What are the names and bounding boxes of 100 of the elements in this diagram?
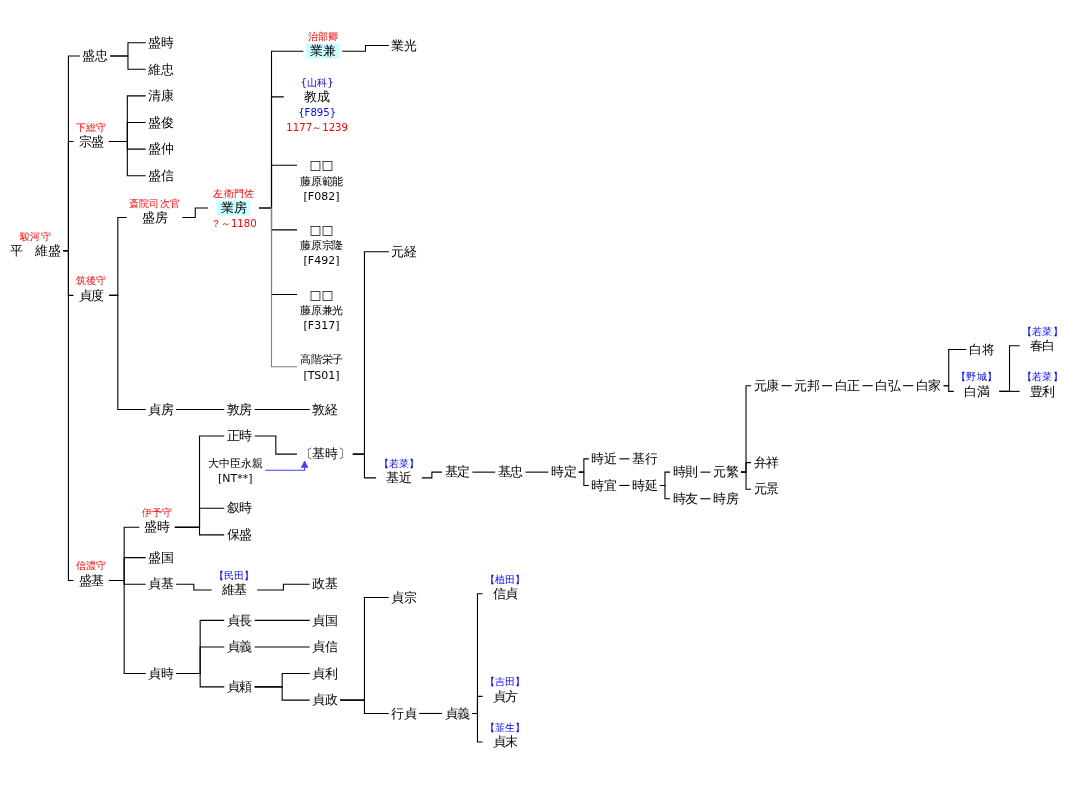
connector (821, 385, 833, 387)
connector (339, 699, 390, 715)
node-label: 治部卿 (307, 31, 338, 43)
node-text: 筑後守 貞度 (76, 275, 107, 304)
arrow (264, 460, 309, 471)
node-text: 清康 (148, 88, 174, 104)
node-text: 【野城】 白満 (956, 371, 997, 400)
node-text: 盛国 (148, 550, 174, 566)
node-text: 叙時 (226, 500, 253, 517)
connector (62, 250, 75, 582)
node-text: 貞義 (226, 639, 253, 655)
connector (254, 435, 298, 455)
node-text: 敦房 (226, 402, 253, 418)
node-label: 左衛門佐 (213, 187, 254, 200)
connector (421, 471, 443, 479)
node-text: □□ 藤原宗隆 [F492] (299, 222, 344, 268)
node-text: 駿河守 平 維盛 (10, 230, 61, 259)
connector (352, 453, 377, 479)
connector (471, 713, 484, 743)
node-text: 盛俊 (148, 115, 174, 131)
node-text: 【若菜】 春白 (1022, 325, 1063, 354)
node-box-text: 業兼 (305, 43, 340, 60)
connector (998, 345, 1021, 393)
connector (254, 620, 311, 622)
node-text: 大中臣永親 [NT**] (207, 456, 263, 485)
node-text: 高階栄子 [TS01] (299, 353, 344, 382)
node-text: 【民田】 維基 (214, 569, 255, 598)
node-text: 白弘 (875, 378, 901, 394)
node-text: 弁祥 (753, 455, 779, 471)
node-text: 維忠 (148, 61, 174, 78)
connector (578, 471, 590, 487)
connector (256, 583, 311, 591)
node-text: 貞国 (312, 612, 338, 629)
connector (998, 391, 1021, 393)
connector (780, 385, 793, 387)
connector (659, 485, 671, 500)
connector (174, 526, 225, 536)
node-text: 盛仲 (148, 141, 174, 157)
node-text: 貞信 (312, 639, 338, 655)
node-text: 元景 (753, 481, 779, 498)
connector (471, 471, 496, 473)
node-text: 【吉田】 貞方 (485, 676, 526, 705)
node-text: 貞政 (312, 692, 338, 708)
node-label: ？～1180 (210, 218, 257, 231)
node-text: {山科} 教成 {F895} (298, 76, 337, 119)
node-text: 時延 (632, 478, 658, 494)
node-text: 基忠 (497, 464, 524, 480)
node-text: 【若菜】 基近 (378, 457, 420, 486)
node-text: 元経 (391, 244, 417, 260)
node-text: 貞宗 (391, 590, 417, 606)
connector (109, 55, 147, 71)
node-text: 貞時 (148, 666, 174, 682)
node-text: 時定 (550, 464, 577, 480)
node-text: 貞基 (148, 576, 174, 593)
node-text: 行貞 (391, 706, 417, 722)
node-text: 時近 (591, 451, 617, 467)
connector (740, 471, 752, 490)
node-text: 基定 (444, 464, 470, 480)
node-label: 1177～1239 (286, 122, 349, 135)
connector (862, 385, 874, 387)
node-text: □□ 藤原兼光 [F317] (299, 287, 344, 332)
connector (254, 686, 311, 701)
node-text: 時宜 (591, 478, 617, 494)
node-text: 白将 (968, 342, 995, 358)
connector (525, 471, 549, 473)
node-text: 敦経 (312, 402, 338, 418)
connector (175, 409, 225, 411)
connector (618, 458, 631, 460)
node-text: 時則 (672, 464, 698, 480)
node-text: 白正 (834, 378, 861, 394)
node-text: 斎院司次官 盛房 (129, 197, 180, 226)
node-text: 伊予守 盛時 (141, 507, 173, 536)
connector (175, 673, 225, 688)
connector (175, 583, 213, 591)
node-text: 信濃守 盛基 (76, 560, 107, 589)
node-text: 貞利 (312, 666, 338, 682)
node-text: 保盛 (226, 527, 253, 543)
node-text: 貞頼 (226, 679, 253, 695)
node-text: 基行 (632, 451, 658, 467)
connector (181, 207, 209, 219)
node-text: □□ 藤原範能 [F082] (299, 157, 344, 203)
node-text: 元康 (753, 378, 779, 394)
node-text: 元邦 (794, 378, 820, 394)
node-text: 元繁 (713, 464, 739, 480)
node-text: 時友 (672, 491, 698, 507)
node-text: 【若菜】 豊利 (1022, 371, 1063, 400)
node-text: 【韮生】 貞末 (485, 721, 526, 750)
connector (618, 485, 631, 487)
connector (699, 471, 712, 473)
node-box-text: 業房 (216, 200, 251, 216)
node-text: 下総守 宗盛 (76, 121, 107, 150)
node-text: 正時 (226, 428, 253, 444)
node-text: 〔基時〕 (299, 446, 351, 462)
node-text: 貞房 (148, 402, 174, 418)
connector (108, 141, 147, 177)
node-text: 業光 (391, 38, 417, 54)
connector (108, 580, 147, 675)
node-text: 【植田】 信貞 (485, 573, 526, 602)
node-text: 盛時 (148, 35, 174, 51)
connector (341, 45, 390, 52)
